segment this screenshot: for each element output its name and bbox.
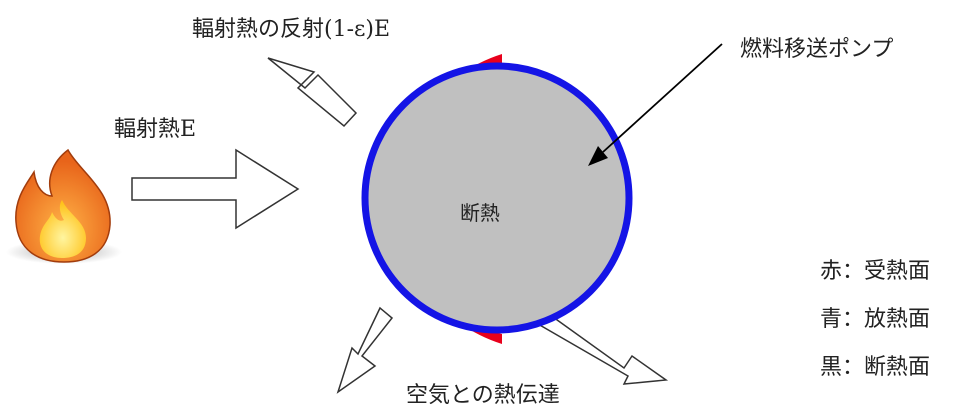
convection-label: 空気との熱伝達 (406, 383, 560, 408)
radiant-heat-label: 輻射熱E (114, 117, 196, 142)
legend-item: 赤：受熱面 (820, 259, 930, 284)
tank-body (361, 62, 633, 334)
legend-item: 黒：断熱面 (820, 355, 930, 380)
convection-arrow-left (336, 306, 394, 394)
convection-arrow-right (536, 310, 669, 385)
insulation-label: 断熱 (460, 201, 500, 225)
legend-item: 青：放熱面 (820, 307, 930, 332)
reflected-heat-label: 輻射熱の反射(1-ε)E (192, 17, 390, 42)
pump-pointer-arrow (588, 43, 723, 166)
legend: 赤：受熱面 青：放熱面 黒：断熱面 (820, 259, 930, 380)
fuel-pump-label: 燃料移送ポンプ (740, 37, 893, 62)
flame-inner (39, 200, 86, 258)
flame-icon (6, 148, 122, 264)
radiant-heat-arrow (131, 148, 300, 230)
reflected-heat-arrow (267, 57, 358, 128)
